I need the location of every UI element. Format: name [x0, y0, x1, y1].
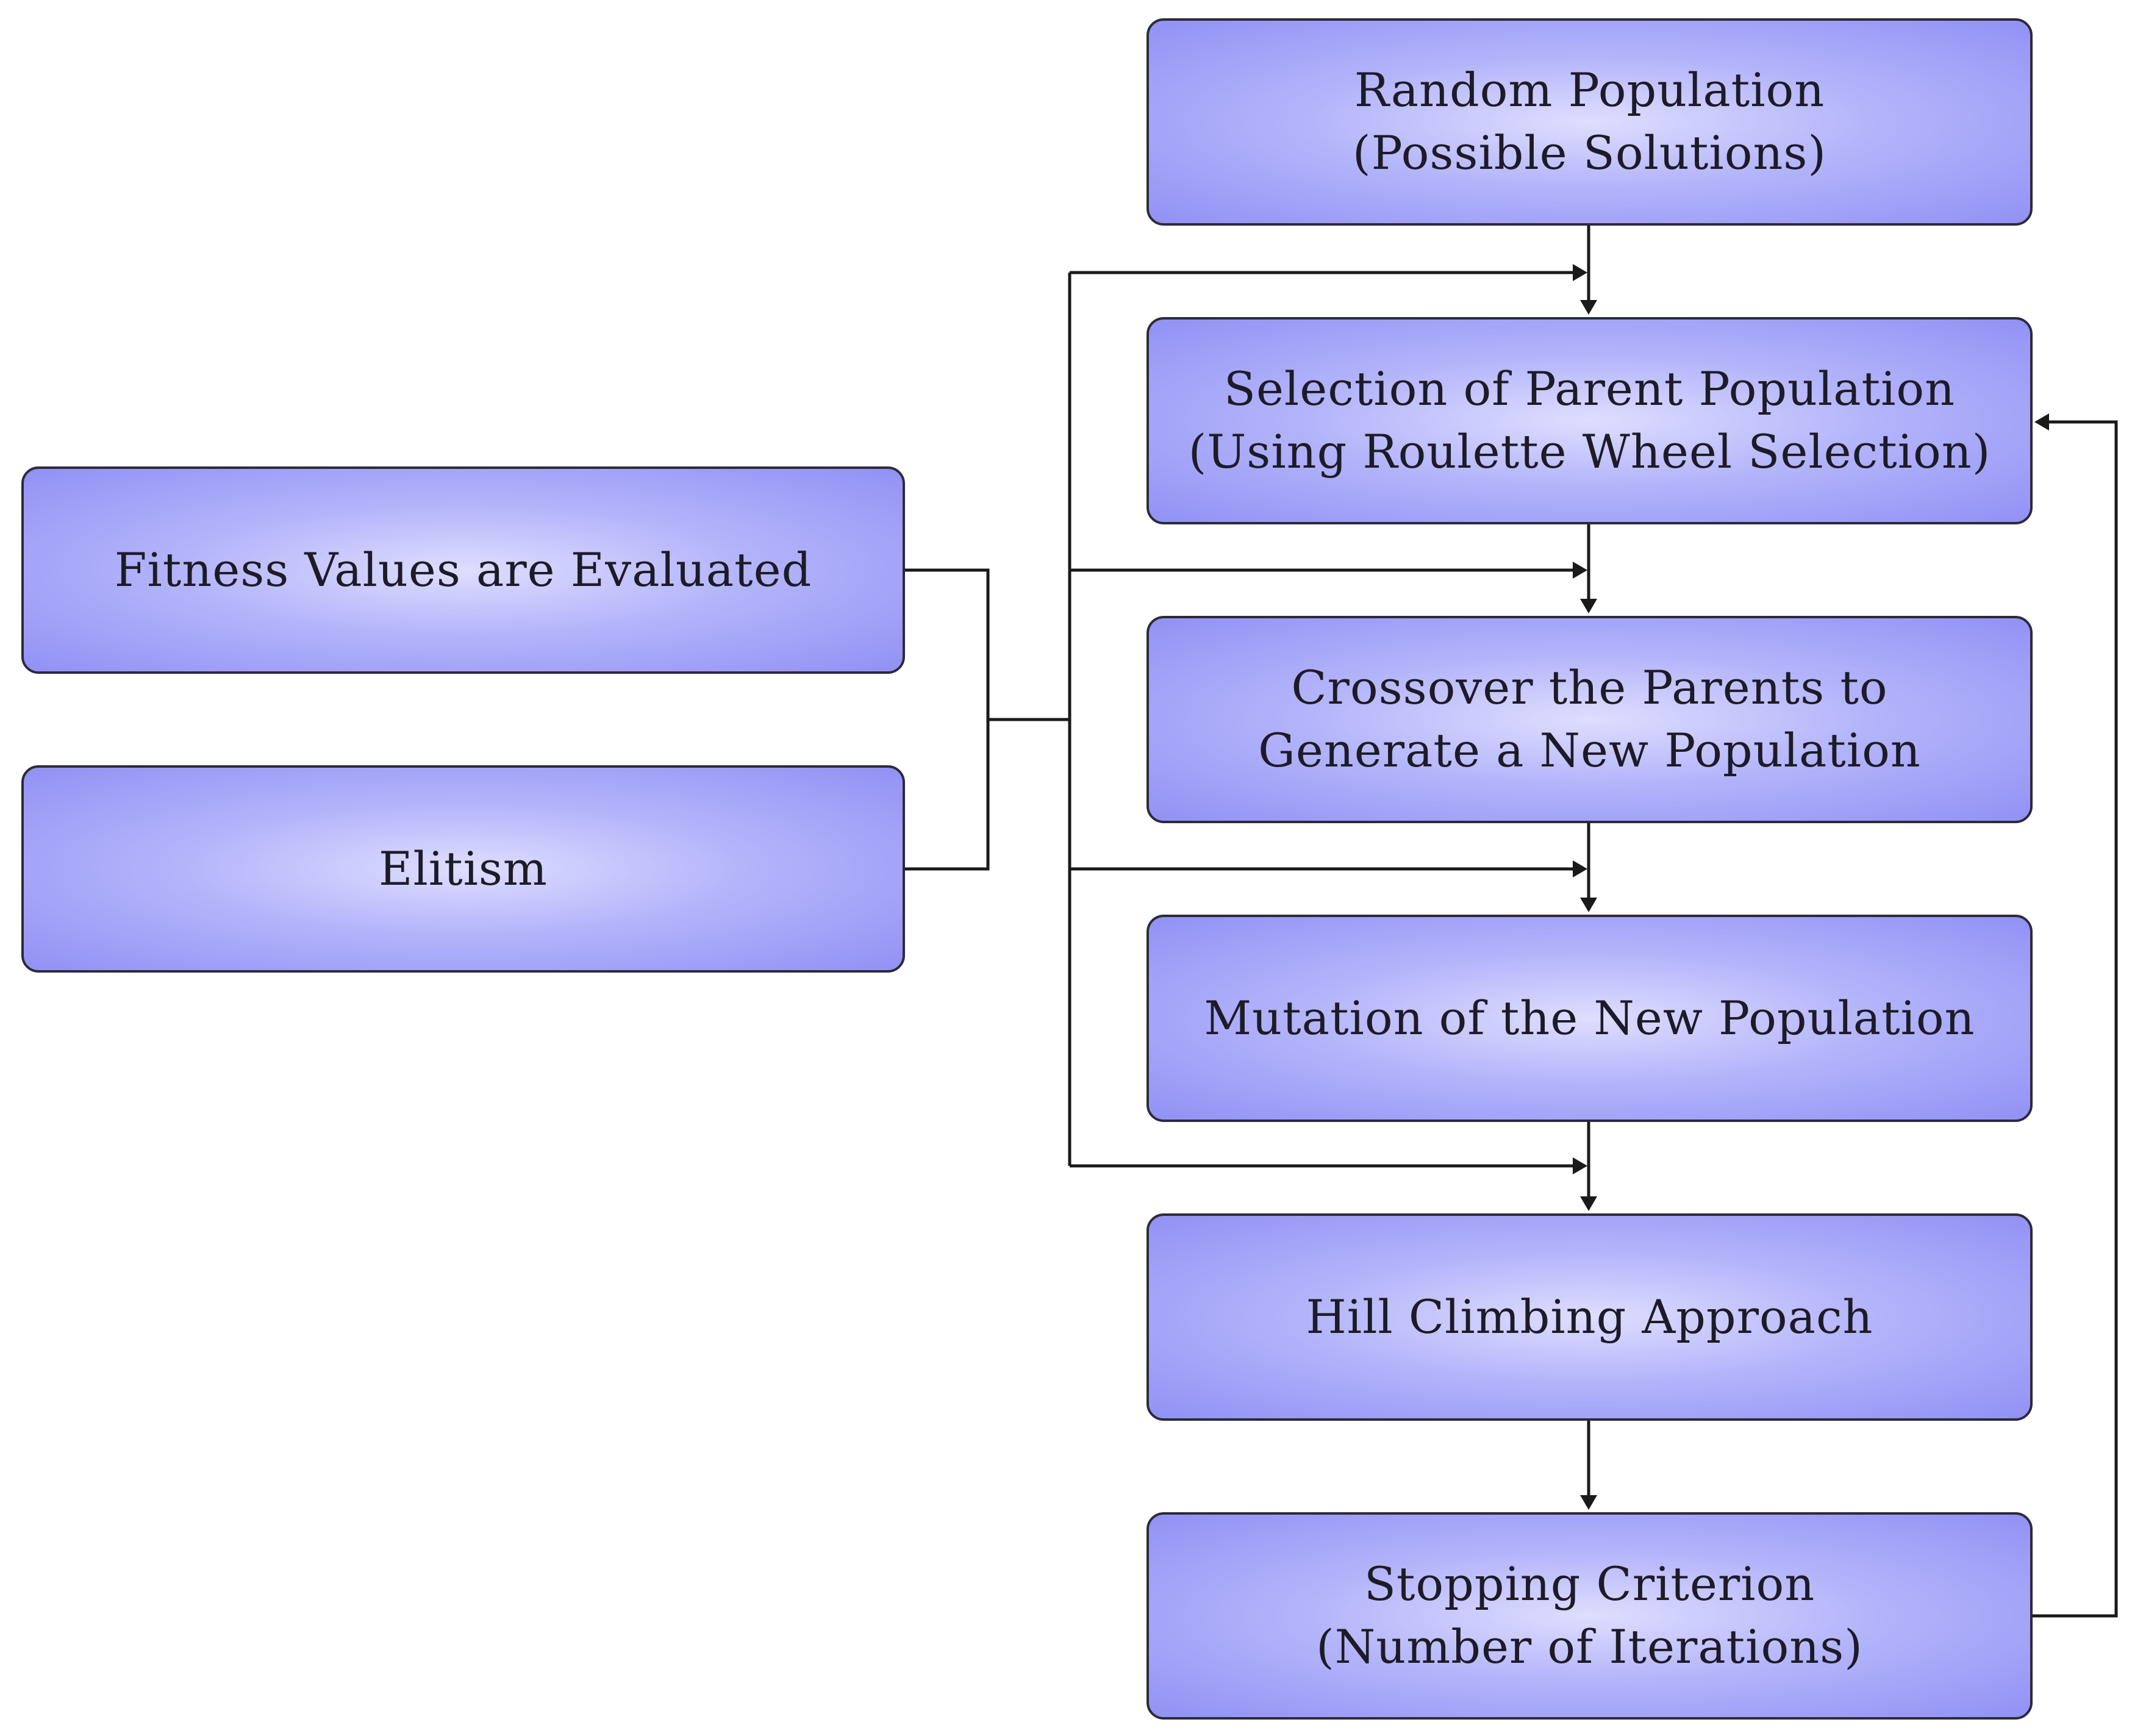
stopping-line1: Stopping Criterion [1364, 1557, 1815, 1612]
selection-line2: (Using Roulette Wheel Selection) [1188, 424, 1991, 479]
arrowhead-left-icon [2034, 413, 2049, 430]
crossover-line2: Generate a New Population [1258, 723, 1921, 777]
elitism-box: Elitism [21, 765, 905, 973]
random-population-line1: Random Population [1354, 63, 1825, 118]
arrowhead-down-icon [1580, 1196, 1597, 1211]
elitism-line1: Elitism [378, 841, 548, 896]
arrowhead-right-icon [1573, 562, 1587, 579]
arrowhead-down-icon [1580, 599, 1597, 613]
selection-line1: Selection of Parent Population [1223, 362, 1956, 416]
mutation-line1: Mutation of the New Population [1204, 990, 1975, 1045]
fitness-connector [905, 568, 990, 720]
loop-back-connector [2033, 420, 2118, 1618]
stopping-criterion-box: Stopping Criterion (Number of Iterations… [1146, 1512, 2033, 1720]
arrowhead-right-icon [1573, 1157, 1587, 1174]
hill-climbing-box: Hill Climbing Approach [1146, 1213, 2033, 1421]
hill-climbing-line1: Hill Climbing Approach [1306, 1289, 1873, 1344]
selection-box: Selection of Parent Population (Using Ro… [1146, 317, 2033, 524]
crossover-box: Crossover the Parents to Generate a New … [1146, 616, 2033, 823]
random-population-line2: (Possible Solutions) [1352, 126, 1827, 180]
arrowhead-down-icon [1580, 300, 1597, 315]
arrowhead-right-icon [1573, 860, 1587, 877]
mutation-box: Mutation of the New Population [1146, 915, 2033, 1122]
arrowhead-down-icon [1580, 1495, 1597, 1510]
fitness-line1: Fitness Values are Evaluated [114, 542, 812, 597]
random-population-box: Random Population (Possible Solutions) [1146, 18, 2033, 226]
arrowhead-down-icon [1580, 898, 1597, 912]
elitism-connector [905, 720, 990, 871]
arrowhead-right-icon [1573, 264, 1587, 281]
crossover-line1: Crossover the Parents to [1291, 660, 1888, 715]
stopping-line2: (Number of Iterations) [1316, 1620, 1863, 1674]
fitness-box: Fitness Values are Evaluated [21, 466, 905, 674]
